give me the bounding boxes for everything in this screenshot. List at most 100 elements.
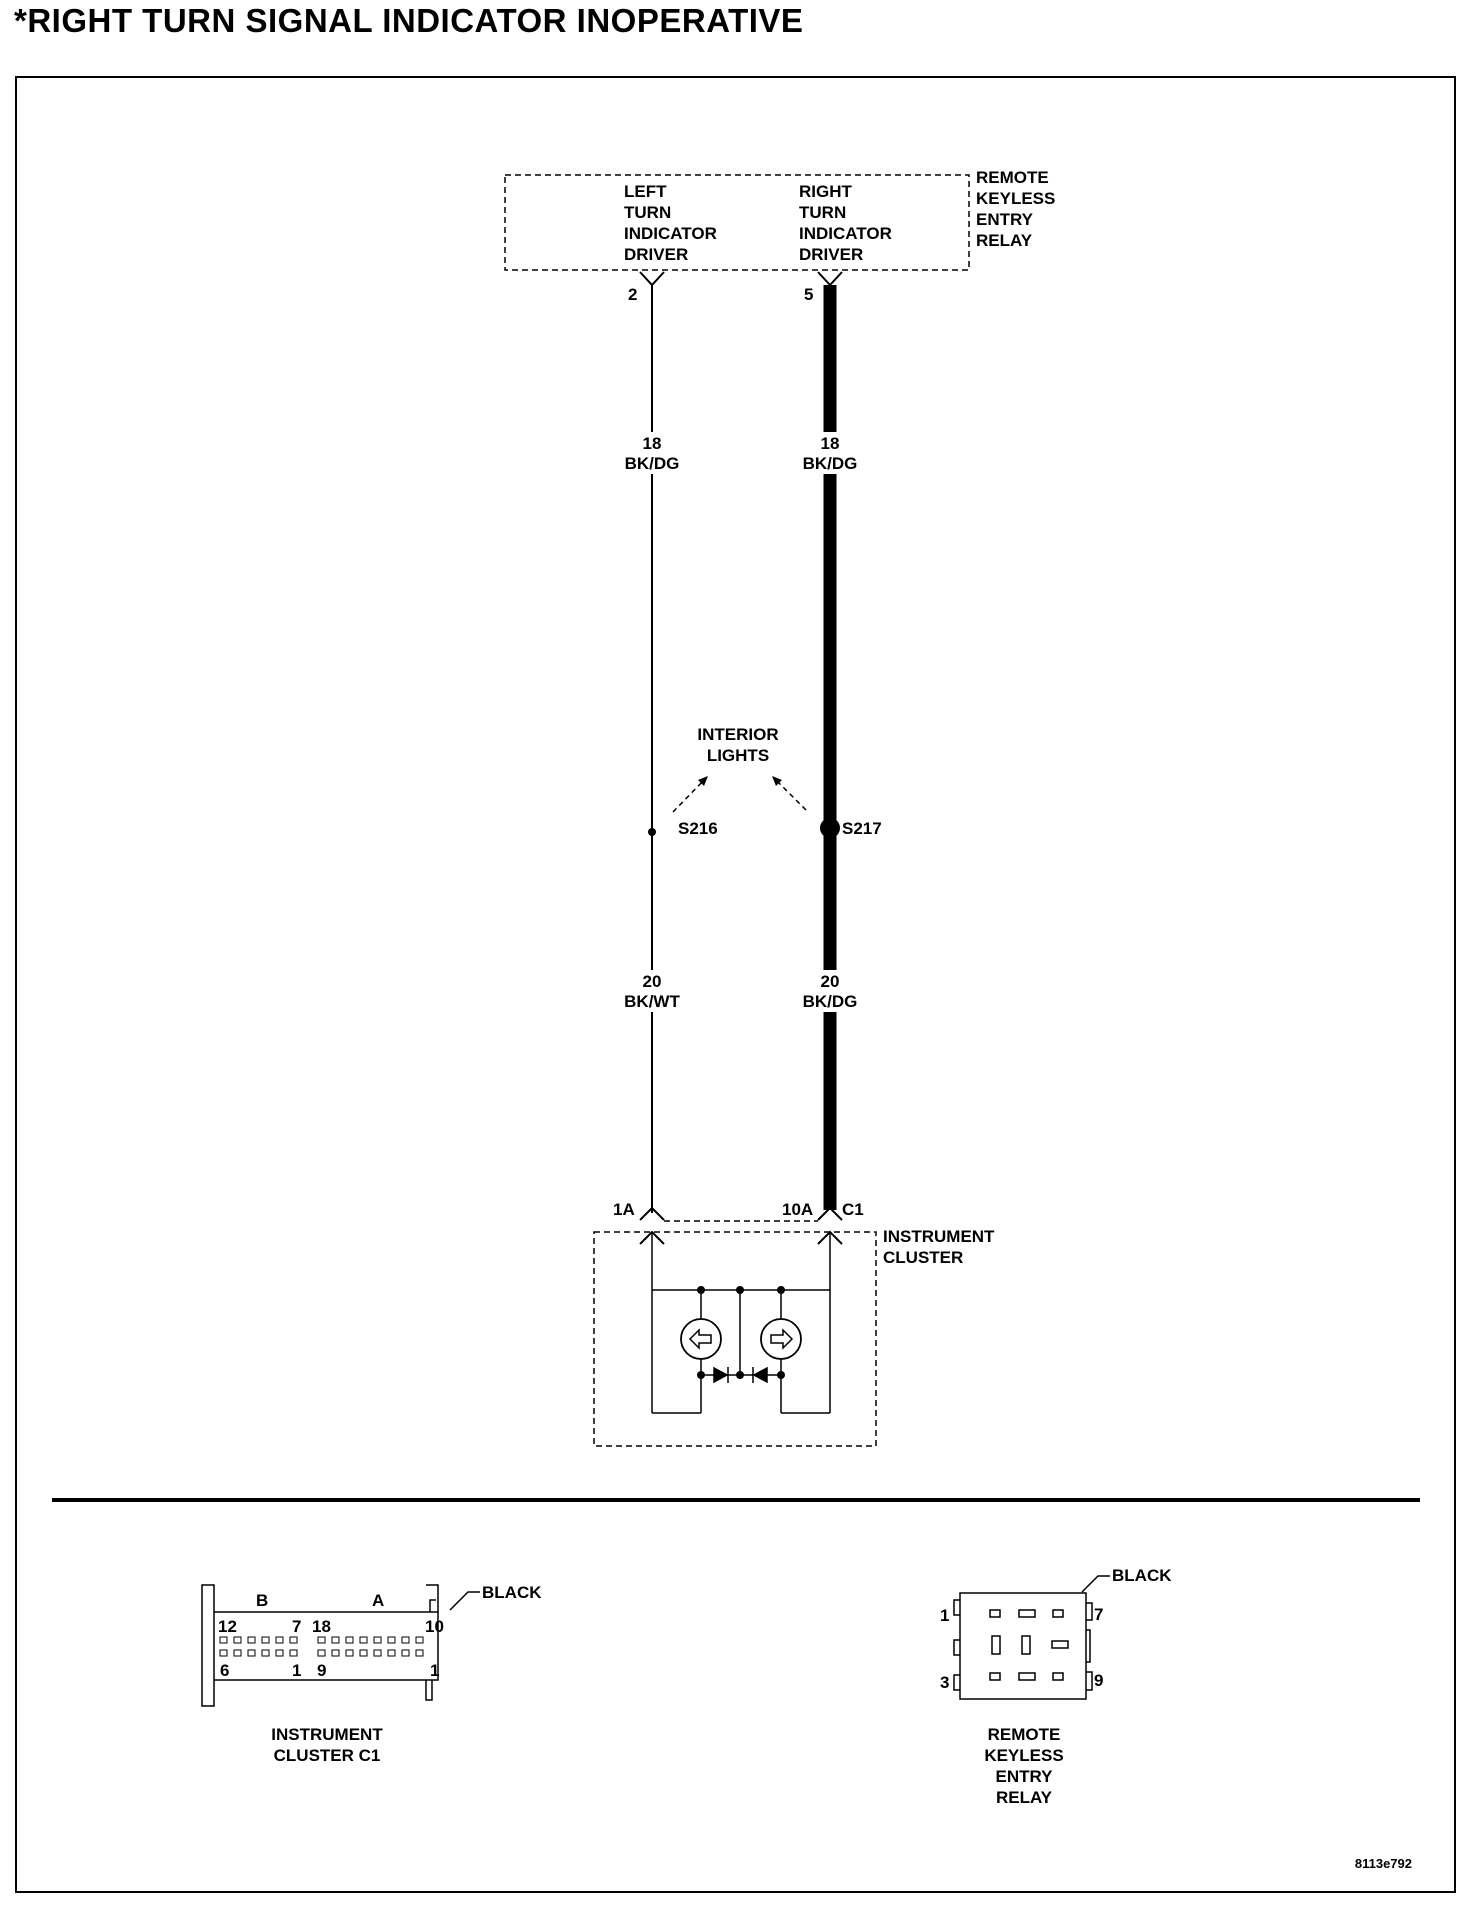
cluster-pin-cavity xyxy=(317,1636,326,1644)
cluster-pin-cavity xyxy=(401,1636,410,1644)
left-upper-color: BK/DG xyxy=(625,454,680,473)
cluster-pin-cavity xyxy=(247,1649,256,1657)
page-title: *RIGHT TURN SIGNAL INDICATOR INOPERATIVE xyxy=(14,2,804,39)
relay-name-line-1: REMOTE xyxy=(976,168,1049,187)
relay-name-line-3: ENTRY xyxy=(976,210,1034,229)
splice-s217-dot xyxy=(820,818,840,838)
cluster-pin-12: 12 xyxy=(218,1617,237,1636)
cluster-connector-label: C1 xyxy=(842,1200,864,1219)
cluster-pin-cavity xyxy=(401,1649,410,1657)
interior-lights-line-2: LIGHTS xyxy=(707,746,769,765)
cluster-pin-cavity xyxy=(415,1649,424,1657)
right-driver-line-2: TURN xyxy=(799,203,846,222)
splice-s216-label: S216 xyxy=(678,819,718,838)
relay-view-label-line-1: REMOTE xyxy=(988,1725,1061,1744)
right-driver-line-3: INDICATOR xyxy=(799,224,892,243)
cluster-pin-cavity xyxy=(275,1649,284,1657)
cluster-pin-cavity xyxy=(373,1636,382,1644)
cluster-pin-9: 9 xyxy=(317,1661,326,1680)
cluster-pin-7: 7 xyxy=(292,1617,301,1636)
cluster-name-line-1: INSTRUMENT xyxy=(883,1227,995,1246)
cluster-c1-label-line-1: INSTRUMENT xyxy=(271,1725,383,1744)
right-driver-line-4: DRIVER xyxy=(799,245,863,264)
splice-s217-label: S217 xyxy=(842,819,882,838)
left-driver-line-2: TURN xyxy=(624,203,671,222)
interior-lights-arrow-left xyxy=(672,777,707,813)
cluster-pin-cavity xyxy=(275,1636,284,1644)
right-turn-indicator-lamp xyxy=(760,1318,802,1360)
right-lower-color: BK/DG xyxy=(803,992,858,1011)
cluster-internal-circuit xyxy=(651,1232,831,1414)
cluster-pin-18: 18 xyxy=(312,1617,331,1636)
cluster-pin-cavity xyxy=(331,1649,340,1657)
relay-view-label-line-3: ENTRY xyxy=(996,1767,1054,1786)
cluster-pin-cavity xyxy=(387,1636,396,1644)
cluster-c1-pin-cavities xyxy=(219,1636,424,1657)
left-driver-line-1: LEFT xyxy=(624,182,667,201)
relay-view-pin-1: 1 xyxy=(940,1606,949,1625)
right-driver-line-1: RIGHT xyxy=(799,182,853,201)
relay-view-pin-7: 7 xyxy=(1094,1605,1103,1624)
cluster-pin-cavity xyxy=(331,1636,340,1644)
relay-view-pin-3: 3 xyxy=(940,1673,949,1692)
splice-s216-dot xyxy=(648,828,656,836)
relay-pin-cavities xyxy=(989,1609,1069,1681)
cluster-pin-cavity xyxy=(247,1636,256,1644)
cluster-pin-cavity xyxy=(387,1649,396,1657)
cluster-pin-10a-terminal xyxy=(817,1206,843,1221)
relay-pin-5-terminal xyxy=(817,271,843,287)
cluster-pin-1a-label: 1A xyxy=(613,1200,635,1219)
cluster-box xyxy=(593,1231,877,1447)
relay-color-leader xyxy=(1081,1575,1110,1593)
cluster-name-line-2: CLUSTER xyxy=(883,1248,963,1267)
cluster-pin-cavity xyxy=(345,1649,354,1657)
right-upper-color: BK/DG xyxy=(803,454,858,473)
cluster-pin-cavity xyxy=(261,1636,270,1644)
cluster-pin-cavity xyxy=(373,1649,382,1657)
cluster-pin-cavity xyxy=(233,1649,242,1657)
cluster-pin-cavity xyxy=(233,1636,242,1644)
relay-name-line-4: RELAY xyxy=(976,231,1033,250)
cluster-pin-cavity xyxy=(317,1649,326,1657)
interior-lights-arrowhead-right xyxy=(772,776,782,786)
relay-connector-color: BLACK xyxy=(1112,1566,1172,1585)
cluster-pin-cavity xyxy=(345,1636,354,1644)
relay-view-label-line-2: KEYLESS xyxy=(984,1746,1063,1765)
cluster-pin-cavity xyxy=(261,1649,270,1657)
cluster-pin-cavity xyxy=(289,1636,298,1644)
cluster-pin-cavity xyxy=(359,1649,368,1657)
relay-pin-2-terminal xyxy=(639,271,665,287)
cluster-pin-cavity xyxy=(289,1649,298,1657)
relay-pin-2-label: 2 xyxy=(628,285,637,304)
cluster-row-b-label: B xyxy=(256,1591,268,1610)
cluster-junction-dots xyxy=(697,1286,785,1379)
cluster-pin-10a-label: 10A xyxy=(782,1200,813,1219)
relay-connector-view xyxy=(953,1592,1093,1700)
cluster-pin-1-b: 1 xyxy=(292,1661,301,1680)
cluster-pin-cavity xyxy=(219,1636,228,1644)
diagram-frame xyxy=(15,76,1456,1893)
interior-lights-arrowhead-left xyxy=(698,776,708,786)
cluster-c1-label-line-2: CLUSTER C1 xyxy=(274,1746,381,1765)
cluster-pin-cavity xyxy=(415,1636,424,1644)
cluster-pin-1a-terminal xyxy=(639,1206,665,1221)
left-upper-gauge: 18 xyxy=(643,434,662,453)
cluster-pin-cavity xyxy=(359,1636,368,1644)
figure-id: 8113e792 xyxy=(1355,1856,1412,1871)
cluster-pin-1-a: 1 xyxy=(430,1661,439,1680)
cluster-row-a-label: A xyxy=(372,1591,384,1610)
cluster-pin-10: 10 xyxy=(425,1617,444,1636)
cluster-pin-cavity xyxy=(219,1649,228,1657)
relay-pin-5-label: 5 xyxy=(804,285,813,304)
relay-view-label-line-4: RELAY xyxy=(996,1788,1053,1807)
left-driver-line-3: INDICATOR xyxy=(624,224,717,243)
cluster-c1-connector-view xyxy=(201,1584,439,1707)
interior-lights-arrow-right xyxy=(775,779,807,811)
cluster-diodes xyxy=(713,1366,768,1384)
right-upper-gauge: 18 xyxy=(821,434,840,453)
right-lower-gauge: 20 xyxy=(821,972,840,991)
cluster-color-leader xyxy=(449,1591,480,1611)
interior-lights-line-1: INTERIOR xyxy=(697,725,778,744)
left-lower-color: BK/WT xyxy=(624,992,680,1011)
